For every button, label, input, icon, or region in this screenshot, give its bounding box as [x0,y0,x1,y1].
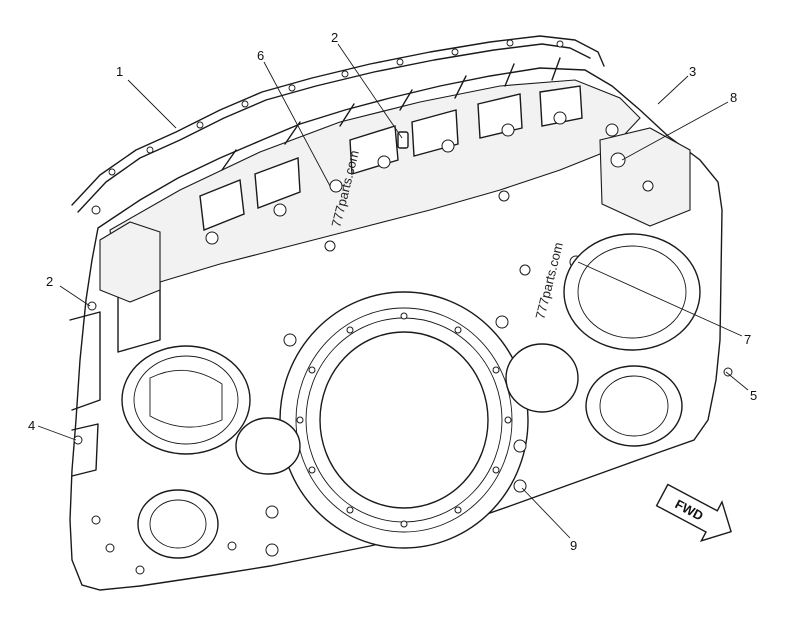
upper-block [109,57,641,353]
edge-bolts [91,180,654,575]
callout-3: 3 [689,64,696,79]
bolt-circle [296,312,512,528]
right-side-block [519,127,733,377]
callout-4: 4 [28,418,35,433]
callout-7: 7 [744,332,751,347]
callout-5: 5 [750,388,757,403]
gasket [71,35,605,213]
callout-1: 1 [116,64,123,79]
callout-9: 9 [570,538,577,553]
callout-2-left: 2 [46,274,53,289]
bores [121,233,701,559]
fwd-arrow: FWD [655,483,732,542]
callouts: 1 2 2 3 4 5 6 7 8 9 [28,30,757,553]
callout-6: 6 [257,48,264,63]
callout-2-top: 2 [331,30,338,45]
left-side-block [69,221,161,553]
callout-8: 8 [730,90,737,105]
